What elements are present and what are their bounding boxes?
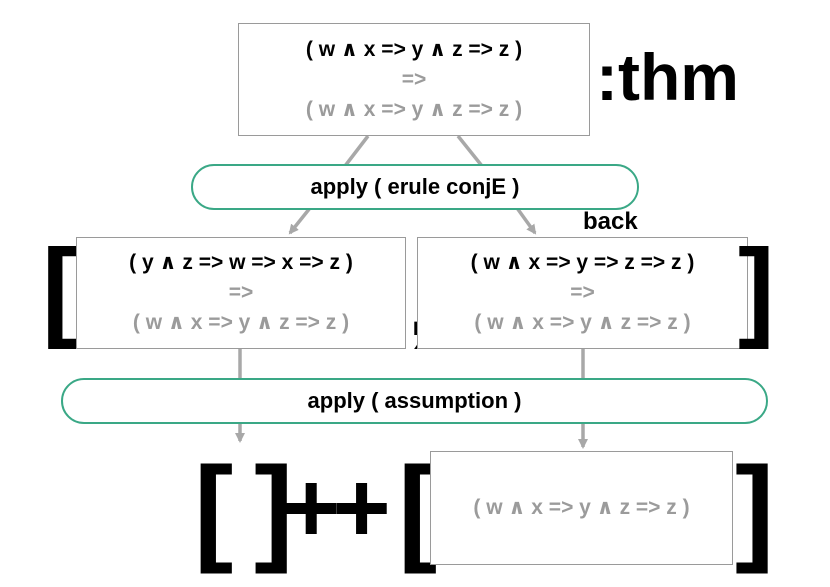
arrow-step1-to-left-goal: [288, 206, 312, 235]
subgoal-right-box: ( w ∧ x => y => z => z ) => ( w ∧ x => y…: [417, 237, 748, 349]
remaining-goal: ( w ∧ x => y ∧ z => z ): [473, 496, 690, 519]
arrow-step1-to-right-goal: [515, 206, 537, 235]
subgoal-right-premise: ( w ∧ x => y => z => z ): [470, 251, 695, 274]
list-close-bracket: ]: [738, 227, 775, 350]
thm-label: :thm: [596, 40, 739, 114]
subgoal-left-box: ( y ∧ z => w => x => z ) => ( w ∧ x => y…: [76, 237, 406, 349]
subgoal-left-premise: ( y ∧ z => w => x => z ): [129, 251, 353, 274]
result-concat-operator: ++: [282, 452, 391, 564]
root-goal-conclusion: ( w ∧ x => y ∧ z => z ): [305, 97, 523, 121]
root-goal-box: ( w ∧ x => y ∧ z => z ) => ( w ∧ x => y …: [238, 23, 590, 136]
arrow-root-to-step1-right: [456, 134, 484, 168]
back-label: back: [583, 208, 638, 235]
tactic-erule-conjE: apply ( erule conjE ): [191, 164, 639, 210]
remaining-goal-box: ( w ∧ x => y ∧ z => z ): [430, 451, 733, 565]
root-goal-premise: ( w ∧ x => y ∧ z => z ): [305, 37, 523, 61]
list-open-bracket: [: [42, 227, 79, 350]
tactic-assumption: apply ( assumption ): [61, 378, 768, 424]
arrow-root-to-step1-left: [343, 134, 370, 168]
result-empty-list: [ ]: [194, 443, 293, 575]
subgoal-left-conclusion: ( w ∧ x => y ∧ z => z ): [132, 311, 350, 334]
result-close-bracket: ]: [735, 443, 775, 575]
subgoal-left-implication: =>: [228, 281, 254, 304]
subgoal-right-conclusion: ( w ∧ x => y ∧ z => z ): [474, 311, 691, 334]
subgoal-right-implication: =>: [570, 281, 595, 304]
root-goal-implication: =>: [401, 67, 427, 91]
